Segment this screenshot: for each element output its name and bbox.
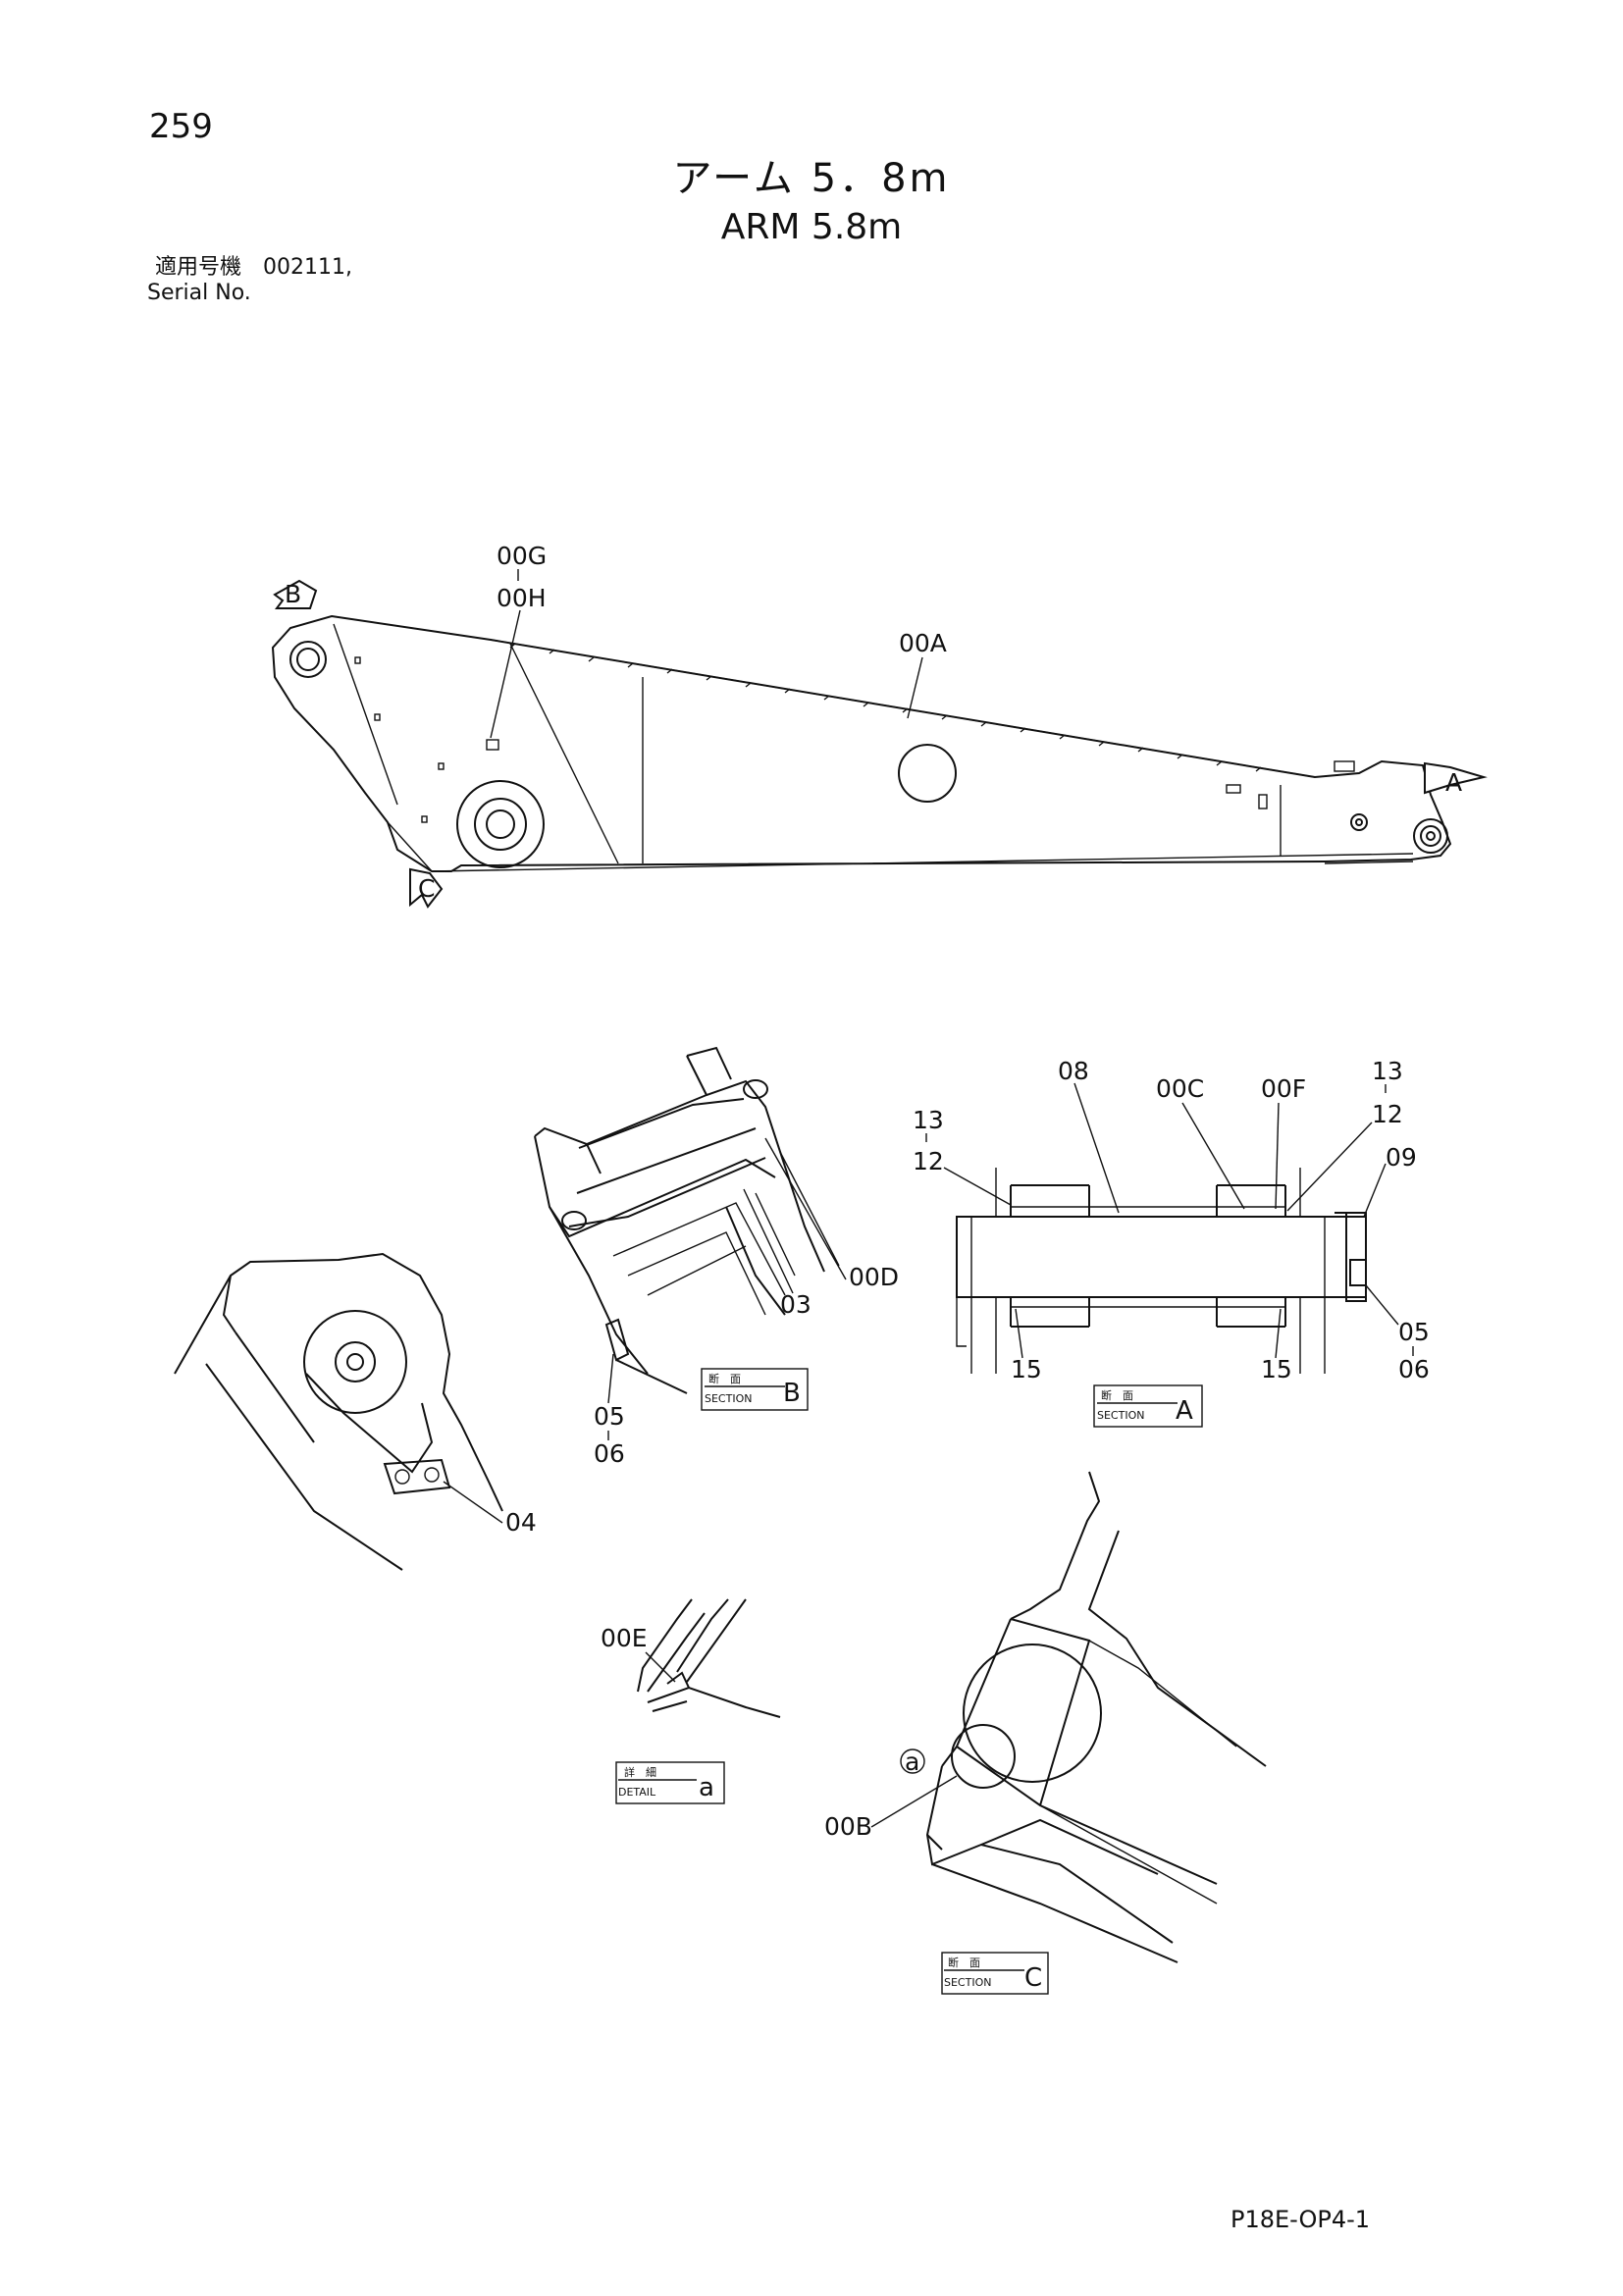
svg-text:SECTION: SECTION [1097, 1409, 1144, 1422]
detail-a-view: 00E [601, 1598, 781, 1718]
part-label-06-b: 06 [594, 1439, 625, 1468]
svg-text:DETAIL: DETAIL [618, 1786, 656, 1799]
part-label-12-right: 12 [1372, 1100, 1403, 1128]
section-b-letter: B [783, 1379, 801, 1408]
part-label-06-a: 06 [1398, 1355, 1430, 1383]
part-label-13-right: 13 [1372, 1057, 1403, 1085]
part-label-15-right: 15 [1261, 1355, 1292, 1383]
part-label-00a: 00A [899, 629, 947, 657]
part-label-15-left: 15 [1011, 1355, 1042, 1383]
svg-text:断 面: 断 面 [948, 1956, 980, 1969]
detail-a-box: 詳 細 DETAIL a [615, 1761, 725, 1804]
part-label-05-b: 05 [594, 1402, 625, 1431]
page-number: 259 [149, 107, 213, 146]
part-label-09: 09 [1386, 1143, 1417, 1172]
title-japanese: アーム 5．8m [672, 156, 951, 201]
part-label-00g: 00G [497, 542, 547, 570]
drawing-code: P18E-OP4-1 [1230, 2206, 1371, 2233]
part-label-00d: 00D [849, 1263, 899, 1291]
part-label-05-a: 05 [1398, 1318, 1430, 1346]
part-label-00b: 00B [824, 1812, 872, 1841]
section-c-box: 断 面 SECTION C [941, 1952, 1049, 1995]
part-label-00h: 00H [497, 584, 547, 612]
section-c-letter: C [1024, 1963, 1042, 1993]
serial-label-english: Serial No. [147, 281, 251, 305]
svg-text:断 面: 断 面 [708, 1372, 741, 1385]
part-label-12-left: 12 [913, 1147, 944, 1175]
arm-side-view: B A C 00G 00H 00A [271, 542, 1488, 909]
boss-detail-view: 04 [174, 1252, 537, 1571]
section-b-box: 断 面 SECTION B [701, 1368, 809, 1411]
svg-text:断 面: 断 面 [1101, 1388, 1133, 1402]
part-label-00c: 00C [1156, 1074, 1204, 1103]
part-label-13-left: 13 [913, 1106, 944, 1134]
section-a-letter: A [1176, 1396, 1193, 1426]
part-label-08: 08 [1058, 1057, 1089, 1085]
view-marker-b: B [285, 580, 301, 608]
serial-label-japanese: 適用号機 002111, [155, 255, 352, 280]
part-label-03: 03 [780, 1290, 812, 1319]
detail-a-marker: a [905, 1748, 919, 1776]
section-c-view: a 00B [824, 1471, 1267, 1963]
section-a-view: 08 00C 00F 13 12 13 12 09 05 06 15 15 [913, 1057, 1430, 1383]
section-b-view: 00D 03 05 06 [534, 1046, 899, 1468]
view-marker-a: A [1445, 768, 1462, 797]
part-label-00f: 00F [1261, 1074, 1306, 1103]
part-label-04: 04 [505, 1508, 537, 1537]
section-a-box: 断 面 SECTION A [1093, 1384, 1203, 1428]
svg-text:SECTION: SECTION [944, 1976, 991, 1989]
svg-text:詳 細: 詳 細 [624, 1765, 656, 1779]
detail-a-letter: a [699, 1773, 714, 1802]
svg-text:SECTION: SECTION [705, 1392, 752, 1405]
part-label-00e: 00E [601, 1624, 648, 1652]
title-english: ARM 5.8m [720, 207, 903, 247]
view-marker-c: C [418, 874, 435, 903]
